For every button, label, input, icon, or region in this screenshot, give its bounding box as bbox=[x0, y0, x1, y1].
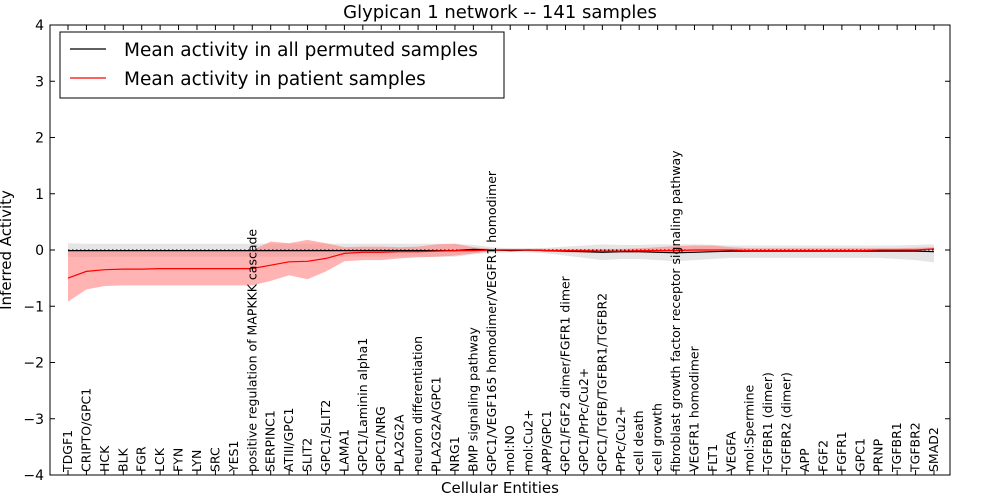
category-label: BMP signaling pathway bbox=[465, 327, 480, 472]
category-label: APP/GPC1 bbox=[539, 410, 554, 472]
x-axis-label: Cellular Entities bbox=[441, 479, 559, 497]
chart-title: Glypican 1 network -- 141 samples bbox=[343, 2, 657, 23]
y-tick-label: −4 bbox=[23, 468, 44, 484]
category-label: YES1 bbox=[226, 441, 241, 473]
category-label: VEGFR1 homodimer bbox=[687, 345, 702, 472]
category-label: CRIPTO/GPC1 bbox=[78, 388, 93, 472]
confidence-bands bbox=[68, 239, 934, 302]
category-label: FLT1 bbox=[705, 444, 720, 472]
category-label: LCK bbox=[152, 447, 167, 472]
category-label: ATIII/GPC1 bbox=[281, 408, 296, 472]
category-label: PLA2G2A/GPC1 bbox=[429, 376, 444, 472]
legend-label-patient: Mean activity in patient samples bbox=[124, 69, 426, 90]
legend: Mean activity in all permuted samples Me… bbox=[59, 31, 505, 99]
category-label: fibroblast growth factor receptor signal… bbox=[668, 150, 683, 472]
category-label: TGFBR1 (dimer) bbox=[760, 372, 775, 473]
category-label: GPC1/TGFB/TGFBR1/TGFBR2 bbox=[594, 293, 609, 472]
category-label: PLA2G2A bbox=[392, 414, 407, 472]
category-label: APP bbox=[797, 448, 812, 472]
y-tick-label: 0 bbox=[35, 243, 44, 259]
category-label: LAMA1 bbox=[336, 429, 351, 472]
legend-box bbox=[59, 31, 505, 99]
category-label: PRNP bbox=[871, 438, 886, 472]
category-label: TDGF1 bbox=[60, 430, 75, 473]
y-tick-label: 2 bbox=[35, 131, 44, 147]
category-label: mol:NO bbox=[502, 425, 517, 472]
category-label: SLIT2 bbox=[300, 438, 315, 472]
category-label: NRG1 bbox=[447, 436, 462, 472]
y-tick-label: −1 bbox=[23, 299, 44, 315]
category-label: GPC1/SLIT2 bbox=[318, 400, 333, 472]
y-axis-label: Inferred Activity bbox=[0, 190, 15, 310]
category-label: GPC1/Laminin alpha1 bbox=[355, 338, 370, 472]
legend-label-permuted: Mean activity in all permuted samples bbox=[124, 40, 478, 61]
y-tick-label: 1 bbox=[35, 187, 44, 203]
category-label: TGFBR2 bbox=[908, 422, 923, 473]
category-label: VEGFA bbox=[723, 431, 738, 472]
y-tick-label: −3 bbox=[23, 412, 44, 428]
category-label: GPC1 bbox=[852, 438, 867, 472]
category-label: TGFBR1 bbox=[889, 422, 904, 473]
category-label: PrPc/Cu2+ bbox=[613, 406, 628, 472]
category-label: BLK bbox=[115, 447, 130, 472]
category-label: FYN bbox=[171, 448, 186, 472]
category-label: LYN bbox=[189, 450, 204, 472]
category-label: cell death bbox=[631, 410, 646, 472]
x-axis-ticks bbox=[67, 25, 935, 475]
y-tick-label: −2 bbox=[23, 356, 44, 372]
category-label: positive regulation of MAPKKK cascade bbox=[244, 229, 259, 472]
category-label: SERPINC1 bbox=[263, 410, 278, 472]
category-label: mol:Cu2+ bbox=[521, 409, 536, 472]
category-label: HCK bbox=[97, 445, 112, 472]
series-1-band bbox=[68, 239, 934, 302]
category-label: SMAD2 bbox=[926, 427, 941, 472]
series-1-line bbox=[67, 248, 935, 279]
series-lines bbox=[67, 248, 935, 279]
y-axis-ticks: −4 −3 −2 −1 0 1 2 3 4 bbox=[23, 18, 950, 484]
category-label: GPC1/VEGF165 homodimer/VEGFR1 homodimer bbox=[484, 170, 499, 472]
category-label: GPC1/FGF2 dimer/FGFR1 dimer bbox=[558, 275, 573, 472]
category-label: TGFBR2 (dimer) bbox=[779, 372, 794, 473]
category-label: GPC1/NRG bbox=[373, 406, 388, 472]
category-label: SRC bbox=[207, 447, 222, 472]
category-label: FGR bbox=[134, 446, 149, 472]
category-label: FGFR1 bbox=[834, 431, 849, 472]
y-tick-label: 3 bbox=[35, 74, 44, 90]
category-label: GPC1/PrPc/Cu2+ bbox=[576, 368, 591, 472]
category-label: FGF2 bbox=[815, 440, 830, 472]
y-tick-label: 4 bbox=[35, 18, 44, 34]
category-label: neuron differentiation bbox=[410, 336, 425, 472]
category-label: mol:Spermine bbox=[742, 384, 757, 472]
category-label: cell growth bbox=[650, 403, 665, 472]
